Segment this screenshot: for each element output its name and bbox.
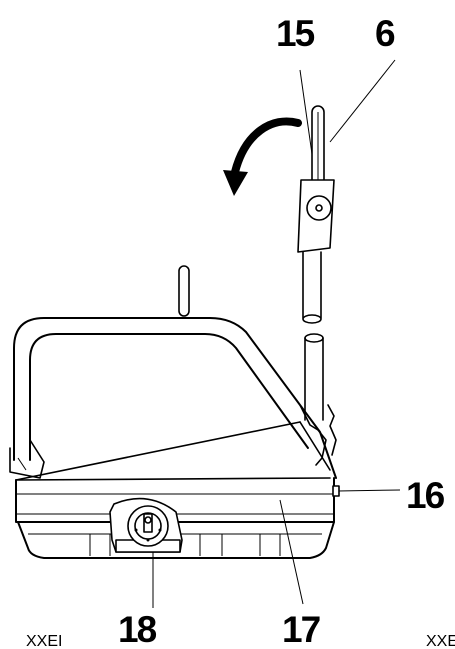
leader-line-6 [329,59,396,143]
callout-18: 18 [118,609,157,649]
side-connector [332,485,340,497]
callout-17: 17 [282,609,320,649]
lever-pivot-bracket [297,179,335,253]
upper-shaft [302,251,322,324]
fill-valve [109,497,183,553]
footer-text-right: XXE [426,633,455,649]
callout-15: 15 [276,13,315,54]
leader-line-17 [279,499,304,605]
callout-16: 16 [406,475,445,516]
footer-text-left: XXEI [26,633,62,649]
leader-line-16 [337,489,401,492]
hood-frame [9,317,337,481]
rotation-arrow-icon [223,117,302,196]
frame-knob [178,265,190,317]
callout-6: 6 [375,13,395,54]
